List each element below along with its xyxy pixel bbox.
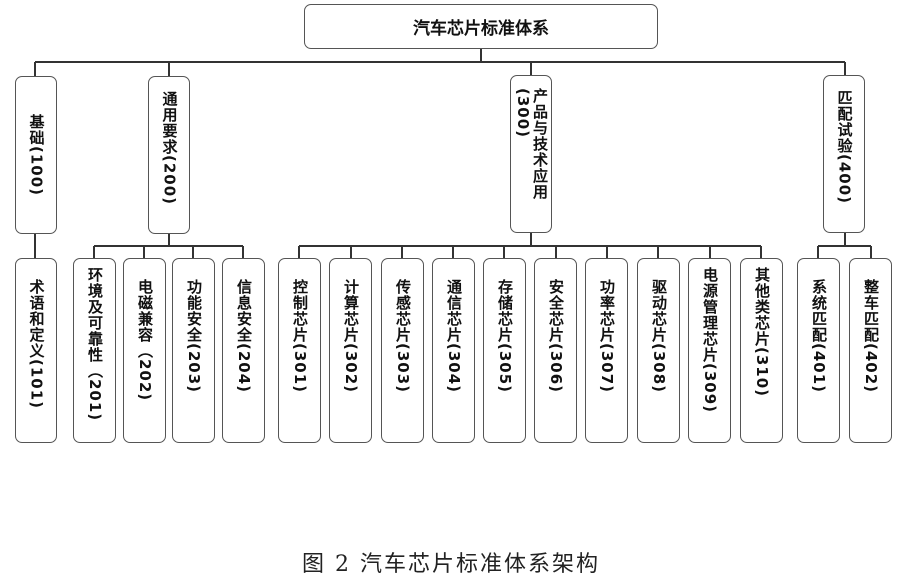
- root-label: 汽车芯片标准体系: [413, 19, 549, 39]
- node-label: 产品与技术应用(300): [514, 88, 549, 200]
- node-label: 功率芯片(307): [598, 279, 616, 394]
- node-202: 电磁兼容（202): [123, 258, 166, 443]
- node-307: 功率芯片(307): [585, 258, 628, 443]
- node-204: 信息安全(204): [222, 258, 265, 443]
- node-label: 术语和定义(101): [27, 279, 46, 410]
- node-label: 匹配试验(400): [835, 90, 854, 205]
- node-basic-100: 基础(100): [15, 76, 57, 234]
- figure-caption: 图 2 汽车芯片标准体系架构: [302, 552, 600, 577]
- node-label: 基础(100): [27, 113, 46, 197]
- node-306: 安全芯片(306): [534, 258, 577, 443]
- root-node: 汽车芯片标准体系: [304, 4, 658, 49]
- node-label: 计算芯片(302): [342, 279, 360, 394]
- node-203: 功能安全(203): [172, 258, 215, 443]
- node-label: 其他类芯片(310): [753, 267, 771, 398]
- node-label: 驱动芯片(308): [650, 279, 668, 394]
- node-label: 信息安全(204): [235, 279, 253, 394]
- node-label: 整车匹配(402): [862, 279, 880, 394]
- node-label-line1: 产品与技术应用: [531, 88, 549, 200]
- node-matching-400: 匹配试验(400): [823, 75, 865, 233]
- node-label: 通信芯片(304): [445, 279, 463, 394]
- node-303: 传感芯片(303): [381, 258, 424, 443]
- node-label: 存储芯片(305): [496, 279, 514, 394]
- node-101: 术语和定义(101): [15, 258, 57, 443]
- node-label: 传感芯片(303): [394, 279, 412, 394]
- node-label: 电磁兼容（202): [136, 279, 154, 402]
- node-310: 其他类芯片(310): [740, 258, 783, 443]
- node-402: 整车匹配(402): [849, 258, 892, 443]
- node-201: 环境及可靠性（201): [73, 258, 116, 443]
- node-302: 计算芯片(302): [329, 258, 372, 443]
- node-product-300: 产品与技术应用(300): [510, 75, 552, 233]
- node-label: 系统匹配(401): [810, 279, 828, 394]
- node-label: 环境及可靠性（201): [86, 267, 104, 422]
- node-general-200: 通用要求(200): [148, 76, 190, 234]
- node-301: 控制芯片(301): [278, 258, 321, 443]
- node-label: 功能安全(203): [185, 279, 203, 394]
- node-304: 通信芯片(304): [432, 258, 475, 443]
- node-label: 安全芯片(306): [547, 279, 565, 394]
- node-305: 存储芯片(305): [483, 258, 526, 443]
- node-label: 通用要求(200): [160, 91, 179, 206]
- node-label: 控制芯片(301): [291, 279, 309, 394]
- node-309: 电源管理芯片(309): [688, 258, 731, 443]
- node-401: 系统匹配(401): [797, 258, 840, 443]
- node-label: 电源管理芯片(309): [701, 267, 719, 414]
- node-308: 驱动芯片(308): [637, 258, 680, 443]
- node-label-line2: (300): [514, 88, 532, 139]
